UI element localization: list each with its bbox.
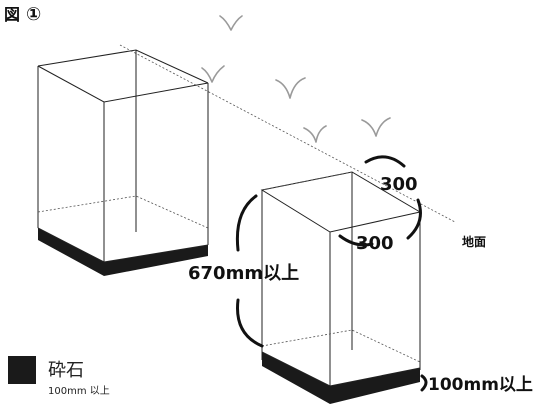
- ground-label: 地面: [462, 234, 486, 249]
- gravel-thickness-label: 100mm以上: [428, 375, 533, 395]
- left-block: [37, 49, 209, 276]
- top-width-label: 300: [380, 174, 418, 195]
- top-width-bracket: [364, 155, 406, 168]
- legend-note: 100mm 以上: [48, 385, 110, 397]
- height-label: 670mm以上: [188, 263, 299, 284]
- right-block: [260, 171, 422, 404]
- right-gravel-layer: [262, 352, 420, 404]
- gravel-bracket: [420, 374, 428, 392]
- ground-line: [119, 44, 456, 223]
- top-depth-bracket: [338, 198, 422, 247]
- height-bracket-upper: [235, 194, 258, 252]
- figure-title: 図: [4, 5, 20, 24]
- legend-swatch: [8, 356, 36, 384]
- grass-sprouts-icon: [201, 15, 391, 143]
- height-bracket-lower: [236, 298, 264, 348]
- left-gravel-layer: [38, 228, 208, 276]
- legend-name: 砕石: [48, 360, 84, 381]
- top-depth-label: 300: [356, 233, 394, 254]
- figure-number: ①: [26, 4, 41, 25]
